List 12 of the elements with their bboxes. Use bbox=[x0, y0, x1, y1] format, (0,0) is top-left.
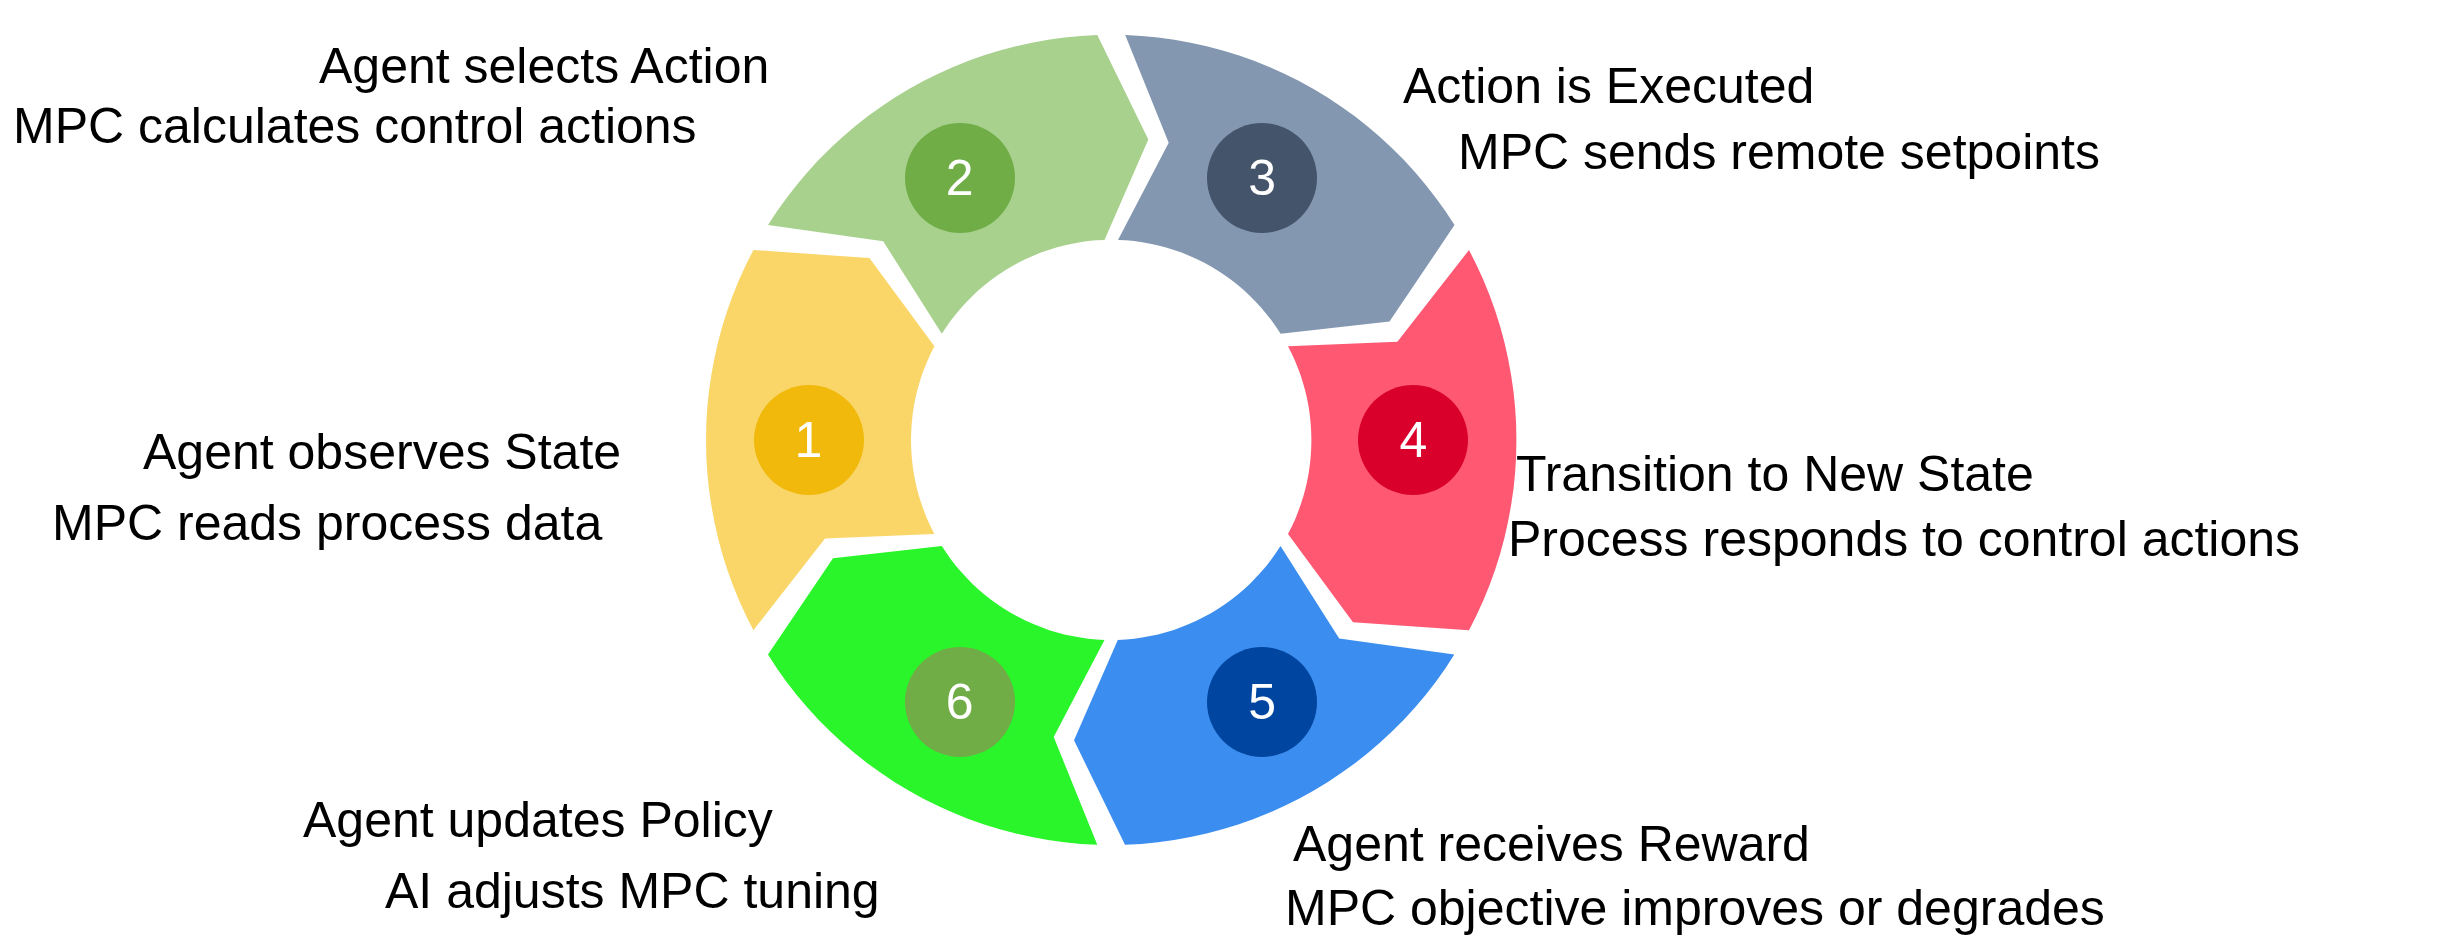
step-description: Process responds to control actions bbox=[1508, 511, 2301, 567]
step-description: MPC reads process data bbox=[52, 495, 603, 551]
step-description: AI adjusts MPC tuning bbox=[385, 863, 880, 919]
step-heading: Agent observes State bbox=[143, 424, 622, 480]
step-description: MPC calculates control actions bbox=[13, 98, 697, 154]
step-heading: Agent selects Action bbox=[319, 38, 770, 94]
step-heading: Agent receives Reward bbox=[1293, 816, 1810, 872]
step-heading: Transition to New State bbox=[1516, 446, 2034, 502]
step-description: MPC sends remote setpoints bbox=[1458, 124, 2100, 180]
step-heading: Agent updates Policy bbox=[303, 792, 773, 848]
step-heading: Action is Executed bbox=[1403, 58, 1815, 114]
step-description: MPC objective improves or degrades bbox=[1285, 880, 2105, 936]
